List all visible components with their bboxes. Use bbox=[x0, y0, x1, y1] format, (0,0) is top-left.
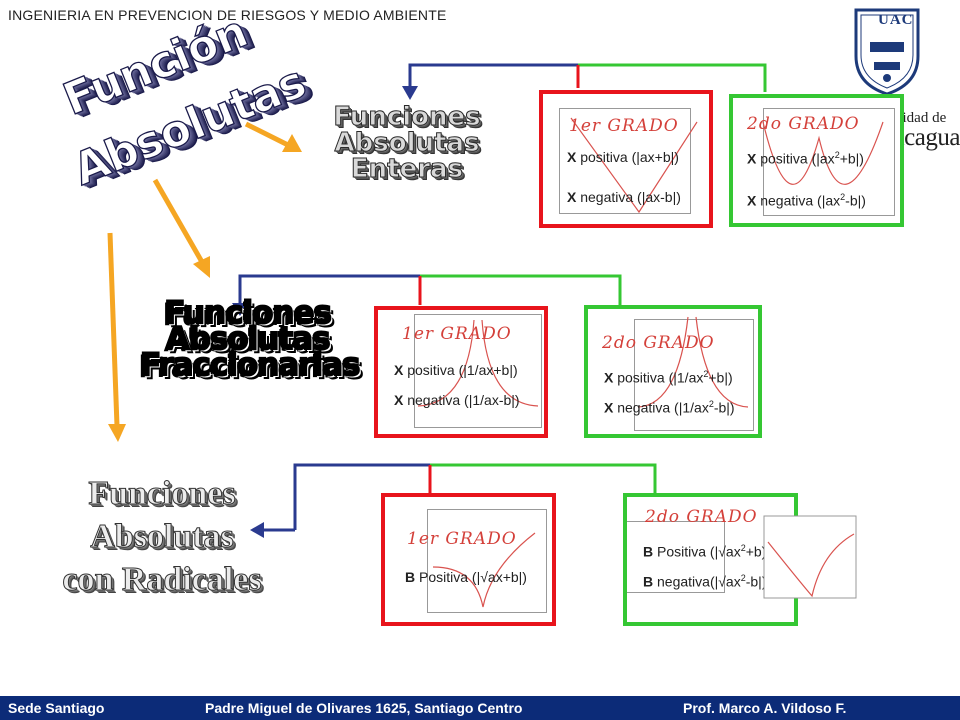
footer-address: Padre Miguel de Olivares 1625, Santiago … bbox=[205, 700, 523, 716]
case-text: positiva (|ax bbox=[760, 150, 835, 167]
grado-label: 2do GRADO bbox=[602, 333, 715, 353]
case-exponent: 2 bbox=[840, 192, 846, 202]
positive-case: X positiva (|ax+b|) bbox=[567, 149, 679, 165]
abs-reciprocal-curve-icon bbox=[417, 319, 539, 407]
positive-case: X positiva (|ax2+b|) bbox=[747, 150, 864, 167]
case-variable: B bbox=[405, 569, 416, 585]
positive-case: B Positiva (|√ax2+b) bbox=[643, 543, 766, 560]
negative-case: X negativa (|ax-b|) bbox=[567, 189, 681, 205]
plot-frame bbox=[414, 314, 542, 428]
panel-radicales-2do-grado: 2do GRADO B Positiva (|√ax2+b) B negativ… bbox=[623, 493, 798, 626]
positive-case: X positiva (|1/ax+b|) bbox=[394, 362, 518, 378]
case-text: negativa(|√ax bbox=[657, 573, 741, 590]
fracc-line1: Funciones bbox=[163, 295, 333, 331]
abs-radical-curve-icon bbox=[432, 532, 536, 608]
case-variable: X bbox=[604, 369, 614, 386]
positive-case: B Positiva (|√ax+b|) bbox=[405, 569, 527, 585]
plot-frame bbox=[763, 108, 895, 216]
panel-fraccionarias-1er-grado: 1er GRADO X positiva (|1/ax+b|) X negati… bbox=[374, 306, 548, 438]
case-variable: X bbox=[747, 150, 757, 167]
negative-case: X negativa (|1/ax-b|) bbox=[394, 392, 520, 408]
case-exponent: 2 bbox=[708, 399, 714, 409]
abs-reciprocal-quadratic-curve-icon bbox=[637, 316, 749, 408]
case-exponent: 2 bbox=[740, 543, 746, 553]
plot-frame bbox=[559, 108, 691, 214]
grado-label: 1er GRADO bbox=[569, 116, 679, 136]
enteras-line2: Absolutas bbox=[334, 128, 480, 158]
case-variable: B bbox=[643, 543, 654, 560]
case-text: positiva (|ax+b|) bbox=[580, 149, 679, 165]
case-exponent: 2 bbox=[834, 150, 840, 160]
negative-case: X negativa (|ax2-b|) bbox=[747, 192, 866, 209]
positive-case: X positiva (|1/ax2+b|) bbox=[604, 369, 733, 386]
case-variable: X bbox=[394, 392, 404, 408]
footer-bar: Sede Santiago Padre Miguel de Olivares 1… bbox=[0, 696, 960, 720]
enteras-heading: Funciones Absolutas Enteras bbox=[302, 102, 512, 184]
radicales-line1: Funciones bbox=[88, 475, 236, 513]
case-variable: X bbox=[747, 192, 757, 209]
negative-case: X negativa (|1/ax2-b|) bbox=[604, 399, 735, 416]
case-text: negativa (|ax-b|) bbox=[580, 189, 681, 205]
enteras-line1: Funciones bbox=[333, 102, 481, 132]
radicales-heading: Funciones Absolutas con Radicales bbox=[62, 472, 262, 601]
header-text: INGENIERIA EN PREVENCION DE RIESGOS Y ME… bbox=[8, 7, 447, 23]
plot-frame bbox=[634, 319, 754, 431]
radicales-line2: Absolutas bbox=[90, 518, 235, 556]
case-variable: B bbox=[643, 573, 654, 590]
panel-fraccionarias-2do-grado: 2do GRADO X positiva (|1/ax2+b|) X negat… bbox=[584, 305, 762, 438]
fracc-line2: Absolutas bbox=[165, 321, 332, 357]
grado-label: 1er GRADO bbox=[402, 324, 512, 344]
grado-label: 2do GRADO bbox=[747, 114, 860, 134]
abs-linear-curve-icon bbox=[570, 117, 698, 214]
case-text: negativa (|ax bbox=[760, 192, 841, 209]
case-text: Positiva (|√ax bbox=[657, 543, 741, 560]
case-text: negativa (|1/ax bbox=[617, 399, 709, 416]
negative-case: B negativa(|√ax2-b|) bbox=[643, 573, 766, 590]
case-variable: X bbox=[567, 189, 577, 205]
case-text: Positiva (|√ax+b|) bbox=[419, 569, 527, 585]
case-tail: +b|) bbox=[708, 369, 733, 386]
case-text: positiva (|1/ax+b|) bbox=[407, 362, 518, 378]
case-tail: -b|) bbox=[713, 399, 735, 416]
case-text: negativa (|1/ax-b|) bbox=[407, 392, 520, 408]
panel-enteras-2do-grado: 2do GRADO X positiva (|ax2+b|) X negativ… bbox=[729, 94, 904, 227]
fracc-line3: Fraccionarias bbox=[139, 347, 361, 383]
radicales-line3: con Radicales bbox=[62, 561, 262, 599]
enteras-line3: Enteras bbox=[350, 154, 464, 184]
grado-label: 2do GRADO bbox=[645, 507, 758, 527]
case-tail: +b|) bbox=[839, 150, 864, 167]
case-exponent: 2 bbox=[703, 369, 709, 379]
abs-quadratic-curve-icon bbox=[762, 121, 884, 185]
case-tail: -b|) bbox=[845, 192, 866, 209]
case-variable: X bbox=[604, 399, 614, 416]
logo-initials: UAC bbox=[878, 12, 914, 28]
case-exponent: 2 bbox=[740, 573, 746, 583]
case-variable: X bbox=[394, 362, 404, 378]
footer-campus: Sede Santiago bbox=[8, 700, 105, 716]
panel-enteras-1er-grado: 1er GRADO X positiva (|ax+b|) X negativa… bbox=[539, 90, 713, 228]
plot-frame bbox=[627, 521, 725, 593]
case-text: positiva (|1/ax bbox=[617, 369, 704, 386]
case-tail: -b|) bbox=[745, 573, 767, 590]
panel-radicales-1er-grado: 1er GRADO B Positiva (|√ax+b|) bbox=[381, 493, 556, 626]
grado-label: 1er GRADO bbox=[407, 529, 517, 549]
case-variable: X bbox=[567, 149, 577, 165]
footer-professor: Prof. Marco A. Vildoso F. bbox=[683, 700, 847, 716]
abs-radical-quadratic-curve-icon bbox=[763, 515, 857, 599]
plot-frame bbox=[427, 509, 547, 613]
case-tail: +b) bbox=[745, 543, 767, 560]
university-logo-icon bbox=[854, 8, 920, 96]
fraccionarias-heading: Funciones Absolutas Fraccionarias bbox=[139, 295, 361, 400]
